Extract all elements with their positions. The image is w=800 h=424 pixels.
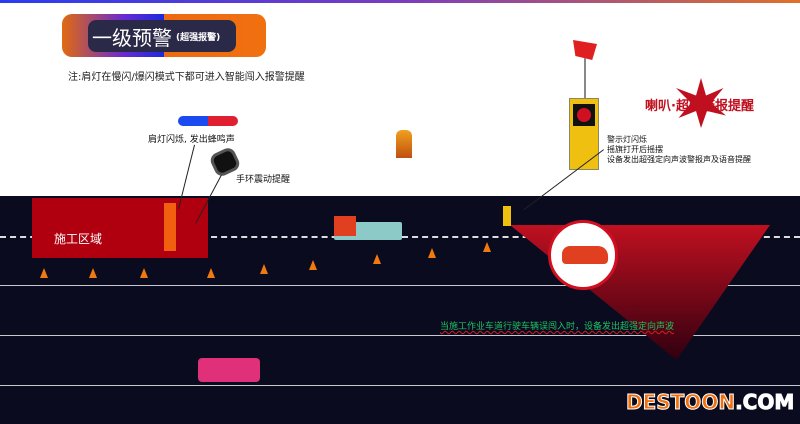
warning-device-icon: [569, 98, 599, 170]
lane-line: [0, 285, 800, 286]
shoulder-light-icon: [178, 116, 238, 126]
work-truck-icon: [334, 216, 402, 240]
shoulder-light-label: 肩灯闪烁, 发出蜂鸣声: [148, 135, 235, 145]
cone-icon: [428, 248, 436, 258]
cone-icon: [207, 268, 215, 278]
alert-title: 一级预警: [92, 25, 172, 50]
alert-subtitle: (超强报警): [176, 32, 221, 43]
cone-icon: [89, 268, 97, 278]
top-accent-bar: [0, 0, 800, 3]
horn-alert-label: 喇叭·超强警报提醒: [645, 99, 754, 114]
cone-icon: [40, 268, 48, 278]
warning-beacon-icon: [396, 130, 412, 158]
construction-zone: 施工区域: [32, 198, 208, 258]
note-text: 注:肩灯在慢闪/爆闪模式下都可进入智能闯入报警提醒: [68, 72, 305, 83]
alert-level-title: 一级预警 (超强报警): [88, 20, 236, 52]
cone-icon: [309, 260, 317, 270]
watermark-logo: DESTOON.COM: [625, 390, 795, 415]
device-line-1: 警示灯闪烁: [607, 135, 647, 144]
rv-icon: [198, 358, 260, 382]
zone-label: 施工区域: [54, 232, 103, 246]
roadside-device-icon: [503, 206, 511, 226]
flag-icon: [573, 40, 597, 60]
device-line-2: 摇旗打开后摇摆: [607, 145, 663, 154]
cone-icon: [373, 254, 381, 264]
lane-line: [0, 385, 800, 386]
wristband-label: 手环震动提醒: [236, 175, 291, 185]
device-line-3: 设备发出超强定向声波警报声及语音提醒: [607, 155, 751, 164]
cone-icon: [260, 264, 268, 274]
cone-icon: [140, 268, 148, 278]
lane-line: [0, 335, 800, 336]
worker-icon: [164, 203, 176, 251]
flag-pole: [584, 58, 586, 98]
intrusion-text: 当施工作业车道行驶车辆误闯入时，设备发出超强定向声波: [440, 322, 675, 332]
car-icon: [562, 246, 608, 264]
cone-icon: [483, 242, 491, 252]
